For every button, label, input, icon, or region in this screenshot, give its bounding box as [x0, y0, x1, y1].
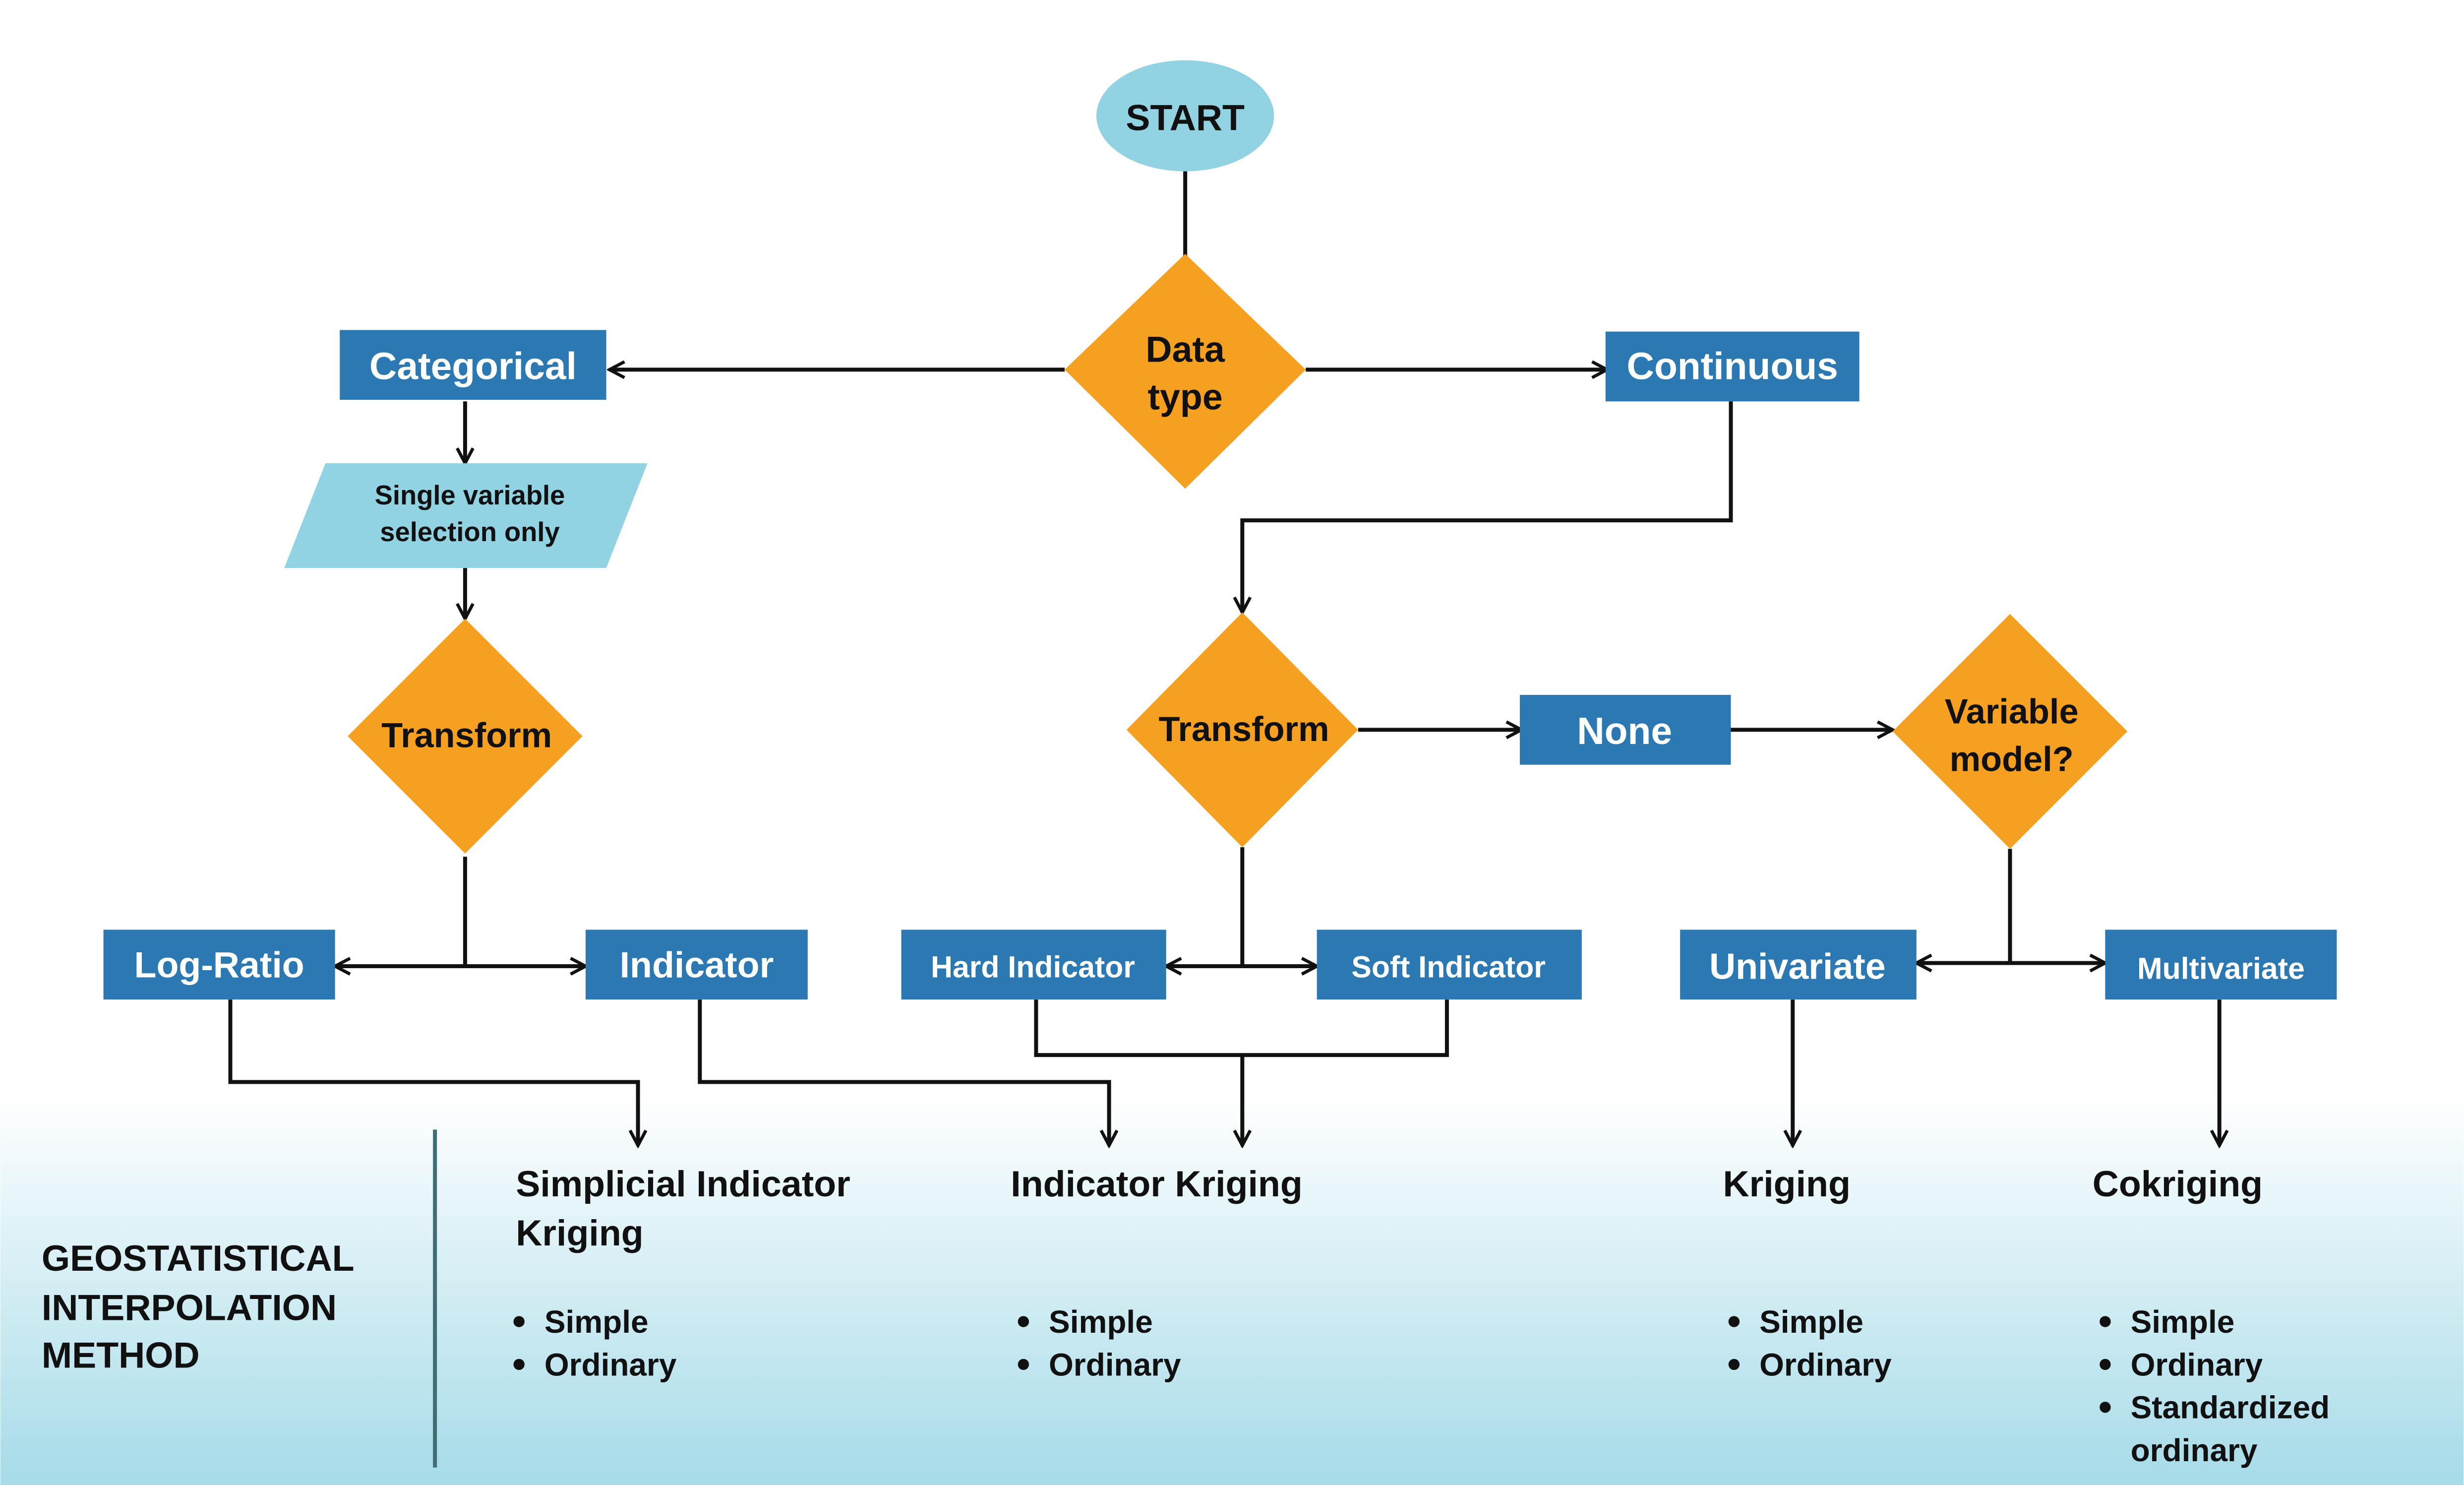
method-title-line-2: Kriging	[516, 1212, 643, 1253]
single-variable-label-line-2: selection only	[380, 517, 560, 547]
bullet	[1728, 1359, 1740, 1370]
method-cokriging: Cokriging Simple Ordinary Standardized o…	[2093, 1163, 2330, 1468]
transform-right-decision: Transform	[1126, 612, 1358, 848]
hard-indicator-node: Hard Indicator	[901, 929, 1166, 1000]
footer-heading-line-1: GEOSTATISTICAL	[42, 1238, 355, 1279]
log-ratio-label: Log-Ratio	[134, 944, 304, 985]
bullet	[2100, 1316, 2111, 1327]
bullet	[1728, 1316, 1740, 1327]
soft-indicator-node: Soft Indicator	[1317, 929, 1582, 1000]
connectors	[228, 171, 2220, 1145]
variable-model-label-line-2: model?	[1950, 740, 2074, 779]
single-variable-node: Single variable selection only	[284, 463, 648, 568]
method-title-line-1: Indicator Kriging	[1011, 1163, 1303, 1204]
none-node: None	[1520, 695, 1731, 765]
arrow-indicator-to-indicator-kriging	[698, 999, 1109, 1145]
transform-right-label: Transform	[1158, 709, 1329, 748]
multivariate-node: Multivariate	[2105, 929, 2337, 1000]
univariate-label: Univariate	[1709, 946, 1886, 987]
method-option: Ordinary	[544, 1347, 677, 1382]
none-label: None	[1577, 710, 1672, 752]
log-ratio-node: Log-Ratio	[103, 929, 335, 1000]
bullet	[1018, 1316, 1029, 1327]
method-option: Ordinary	[1759, 1347, 1892, 1382]
indicator-label: Indicator	[620, 944, 774, 985]
line-hard-soft-merge	[1034, 999, 1449, 1057]
method-indicator-kriging: Indicator Kriging Simple Ordinary	[1011, 1163, 1303, 1382]
bullet	[2100, 1359, 2111, 1370]
univariate-node: Univariate	[1680, 929, 1917, 1000]
start-label: START	[1126, 97, 1245, 138]
single-variable-label-line-1: Single variable	[375, 480, 565, 510]
arrow-continuous-to-transform	[1242, 401, 1733, 612]
arrow-log-ratio-to-simplicial	[228, 999, 638, 1145]
variable-model-label-line-1: Variable	[1945, 692, 2079, 731]
method-title-line-1: Kriging	[1723, 1163, 1851, 1204]
method-option: Simple	[544, 1304, 649, 1340]
method-option: Standardized	[2131, 1390, 2330, 1425]
bullet	[513, 1359, 525, 1370]
bullet	[2100, 1402, 2111, 1413]
footer-heading: GEOSTATISTICAL INTERPOLATION METHOD	[42, 1238, 355, 1375]
footer-background	[0, 1095, 2464, 1485]
multivariate-label: Multivariate	[2137, 952, 2305, 986]
method-option: Simple	[1759, 1304, 1863, 1340]
method-title-line-1: Simplicial Indicator	[516, 1163, 850, 1204]
continuous-node: Continuous	[1605, 331, 1860, 402]
categorical-node: Categorical	[340, 330, 606, 400]
method-kriging: Kriging Simple Ordinary	[1723, 1163, 1892, 1382]
data-type-label-line-1: Data	[1145, 328, 1225, 370]
data-type-decision: Data type	[1065, 253, 1306, 489]
method-simplicial-indicator-kriging: Simplicial Indicator Kriging Simple Ordi…	[513, 1163, 850, 1382]
data-type-label-line-2: type	[1148, 376, 1223, 417]
method-option: Ordinary	[2131, 1347, 2263, 1382]
footer-heading-line-3: METHOD	[42, 1334, 200, 1375]
transform-left-label: Transform	[381, 716, 552, 755]
footer-heading-line-2: INTERPOLATION	[42, 1287, 337, 1328]
transform-left-decision: Transform	[348, 619, 583, 854]
continuous-label: Continuous	[1627, 345, 1838, 387]
method-option: Ordinary	[1049, 1347, 1181, 1382]
method-title-line-1: Cokriging	[2093, 1163, 2263, 1204]
bullet	[513, 1316, 525, 1327]
method-option-continued: ordinary	[2131, 1432, 2258, 1468]
soft-indicator-label: Soft Indicator	[1351, 950, 1546, 984]
method-option: Simple	[1049, 1304, 1153, 1340]
variable-model-decision: Variable model?	[1892, 614, 2128, 849]
categorical-label: Categorical	[369, 345, 577, 387]
hard-indicator-label: Hard Indicator	[931, 950, 1135, 984]
start-node: START	[1096, 60, 1274, 172]
method-option: Simple	[2131, 1304, 2235, 1340]
indicator-node: Indicator	[586, 929, 808, 1000]
bullet	[1018, 1359, 1029, 1370]
